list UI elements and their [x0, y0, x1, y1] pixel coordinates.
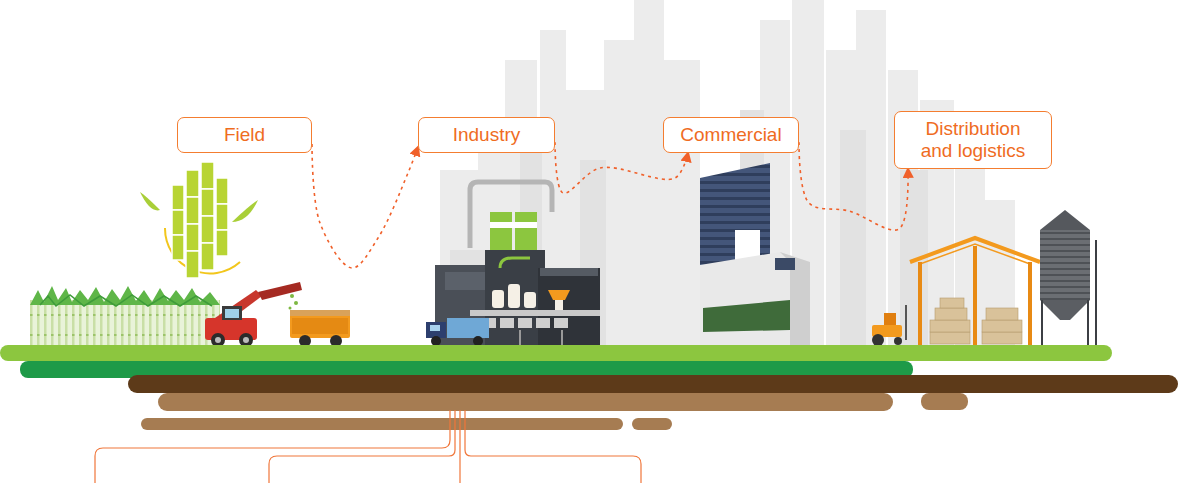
- stage-label-box: Industry: [418, 117, 555, 153]
- cane-field: [30, 286, 220, 346]
- stage-label: Commercial: [676, 124, 786, 146]
- root-lines: [95, 410, 641, 483]
- flow-arrow: [799, 142, 908, 230]
- cane-trailer: [290, 310, 350, 347]
- sugarcane-icon: [140, 162, 258, 278]
- flow-arrow: [312, 144, 418, 268]
- office-building: [700, 163, 810, 345]
- grain-silo: [1040, 210, 1096, 345]
- stage-label: Field: [190, 124, 299, 146]
- ground-layers: [0, 345, 1178, 430]
- warehouse-shed: [910, 238, 1040, 345]
- stage-label: Industry: [431, 124, 542, 146]
- sugar-factory: [426, 182, 600, 346]
- stage-label: Distribution and logistics: [907, 118, 1039, 162]
- stage-label-box: Commercial: [663, 117, 799, 153]
- stage-label-box: Field: [177, 117, 312, 153]
- forklift-tractor: [872, 305, 906, 346]
- cane-harvester: [205, 282, 302, 347]
- stage-label-box: Distribution and logistics: [894, 111, 1052, 169]
- city-skyline: [440, 0, 1015, 345]
